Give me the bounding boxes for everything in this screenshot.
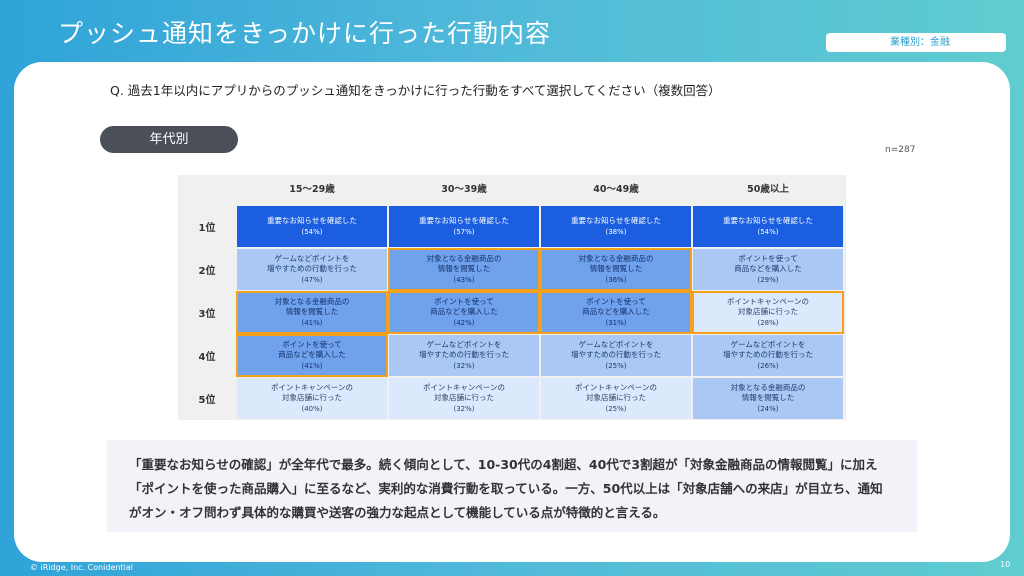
table-cell: 重要なお知らせを確認した (54%) xyxy=(693,206,843,247)
table-cell: ゲームなどポイントを 増やすための行動を行った (25%) xyxy=(541,335,691,376)
table-cell: 重要なお知らせを確認した (54%) xyxy=(237,206,387,247)
cell-percent: (31%) xyxy=(605,319,627,327)
cell-percent: (57%) xyxy=(453,228,475,236)
cell-label: ポイントキャンペーンの 対象店舗に行った xyxy=(422,383,506,402)
summary-text: 「重要なお知らせの確認」が全年代で最多。続く傾向として、10-30代の4割超、4… xyxy=(107,440,917,532)
cell-percent: (25%) xyxy=(605,405,627,413)
cell-label: ポイントを使って 商品などを購入した xyxy=(278,340,346,359)
segment-pill: 年代別 xyxy=(100,126,238,153)
cell-label: 重要なお知らせを確認した xyxy=(571,216,661,225)
cell-label: ポイントを使って 商品などを購入した xyxy=(582,297,650,316)
table-cell: ポイントキャンペーンの 対象店舗に行った (32%) xyxy=(389,378,539,419)
cell-label: ゲームなどポイントを 増やすための行動を行った xyxy=(267,254,357,273)
cell-percent: (54%) xyxy=(301,228,323,236)
cell-percent: (41%) xyxy=(301,319,323,327)
cell-percent: (43%) xyxy=(453,276,475,284)
cell-percent: (24%) xyxy=(757,405,779,413)
cell-percent: (47%) xyxy=(301,276,323,284)
table-cell: 対象となる金融商品の 情報を閲覧した (41%) xyxy=(236,291,388,334)
cell-label: ポイントキャンペーンの 対象店舗に行った xyxy=(726,297,810,316)
cell-label: ゲームなどポイントを 増やすための行動を行った xyxy=(723,340,813,359)
cell-label: 対象となる金融商品の 情報を閲覧した xyxy=(274,297,350,316)
cell-percent: (42%) xyxy=(453,319,475,327)
cell-label: ポイントを使って 商品などを購入した xyxy=(430,297,498,316)
cell-percent: (29%) xyxy=(757,276,779,284)
rank-label: 2位 xyxy=(198,266,216,277)
cell-label: 対象となる金融商品の 情報を閲覧した xyxy=(578,254,654,273)
cell-label: ゲームなどポイントを 増やすための行動を行った xyxy=(419,340,509,359)
table-cell: 対象となる金融商品の 情報を閲覧した (24%) xyxy=(693,378,843,419)
cell-percent: (25%) xyxy=(605,362,627,370)
rank-label: 5位 xyxy=(198,395,216,406)
cell-percent: (38%) xyxy=(605,228,627,236)
rank-label: 1位 xyxy=(198,223,216,234)
cell-percent: (54%) xyxy=(757,228,779,236)
column-header: 15〜29歳 xyxy=(289,184,335,195)
question-text: Q. 過去1年以内にアプリからのプッシュ通知をきっかけに行った行動をすべて選択し… xyxy=(110,83,721,98)
table-cell: ポイントキャンペーンの 対象店舗に行った (40%) xyxy=(237,378,387,419)
table-cell: ポイントを使って 商品などを購入した (31%) xyxy=(540,291,692,334)
cell-label: 対象となる金融商品の 情報を閲覧した xyxy=(730,383,806,402)
column-header: 50歳以上 xyxy=(747,184,789,195)
sample-size: n=287 xyxy=(885,145,916,155)
cell-percent: (26%) xyxy=(757,362,779,370)
table-cell: ポイントを使って 商品などを購入した (42%) xyxy=(388,291,540,334)
page-number: 10 xyxy=(1000,560,1011,569)
table-cell: ゲームなどポイントを 増やすための行動を行った (47%) xyxy=(237,249,387,290)
table-cell: ポイントキャンペーンの 対象店舗に行った (28%) xyxy=(692,291,844,334)
ranking-table: 15〜29歳 30〜39歳 40〜49歳 50歳以上 1位 重要なお知らせを確認した (54… xyxy=(178,175,846,420)
table-cell: ゲームなどポイントを 増やすための行動を行った (32%) xyxy=(389,335,539,376)
cell-percent: (41%) xyxy=(301,362,323,370)
cell-percent: (32%) xyxy=(453,362,475,370)
rank-label: 4位 xyxy=(198,352,216,363)
cell-percent: (28%) xyxy=(757,319,779,327)
industry-tag: 業種別：金融 xyxy=(826,33,1006,52)
table-cell: 重要なお知らせを確認した (57%) xyxy=(389,206,539,247)
table-cell: ポイントを使って 商品などを購入した (41%) xyxy=(236,334,388,377)
column-header: 30〜39歳 xyxy=(441,184,487,195)
cell-label: ポイントを使って 商品などを購入した xyxy=(734,254,802,273)
cell-label: ポイントキャンペーンの 対象店舗に行った xyxy=(574,383,658,402)
table-cell: 対象となる金融商品の 情報を閲覧した (43%) xyxy=(388,248,540,291)
table-cell: 対象となる金融商品の 情報を閲覧した (36%) xyxy=(540,248,692,291)
cell-label: 重要なお知らせを確認した xyxy=(419,216,509,225)
cell-percent: (36%) xyxy=(605,276,627,284)
cell-label: ゲームなどポイントを 増やすための行動を行った xyxy=(571,340,661,359)
table-cell: 重要なお知らせを確認した (38%) xyxy=(541,206,691,247)
table-cell: ポイントキャンペーンの 対象店舗に行った (25%) xyxy=(541,378,691,419)
cell-label: ポイントキャンペーンの 対象店舗に行った xyxy=(270,383,354,402)
slide-title: プッシュ通知をきっかけに行った行動内容 xyxy=(58,19,552,48)
cell-label: 対象となる金融商品の 情報を閲覧した xyxy=(426,254,502,273)
table-cell: ゲームなどポイントを 増やすための行動を行った (26%) xyxy=(693,335,843,376)
column-header: 40〜49歳 xyxy=(593,184,639,195)
cell-label: 重要なお知らせを確認した xyxy=(723,216,813,225)
cell-label: 重要なお知らせを確認した xyxy=(267,216,357,225)
copyright: © iRidge, Inc. Conidential xyxy=(30,563,133,572)
cell-percent: (40%) xyxy=(301,405,323,413)
rank-label: 3位 xyxy=(198,309,216,320)
table-cell: ポイントを使って 商品などを購入した (29%) xyxy=(693,249,843,290)
cell-percent: (32%) xyxy=(453,405,475,413)
